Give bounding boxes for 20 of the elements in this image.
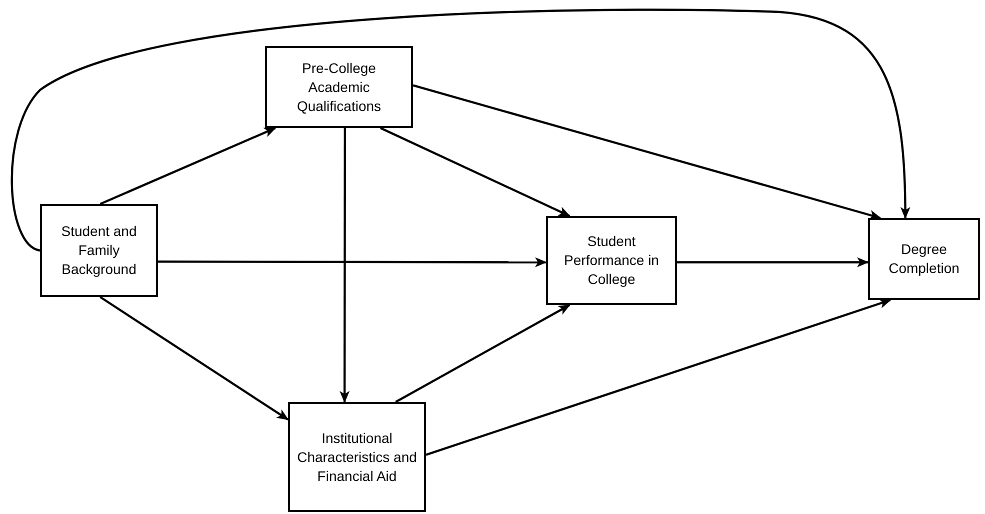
process-box (40, 204, 158, 297)
arrow (677, 257, 869, 268)
arrow (100, 296, 289, 421)
process-box (546, 216, 677, 305)
process-box (288, 402, 426, 512)
box-label: Institutional Characteristics and Financial Aid (296, 428, 418, 486)
process-box (265, 46, 413, 128)
arrow (426, 298, 892, 456)
box-label: Pre-College Academic Qualifications (296, 58, 382, 116)
process-box (868, 218, 980, 300)
arrow (412, 84, 882, 220)
arrow (158, 257, 547, 268)
arrow (380, 127, 570, 217)
arrow (100, 127, 276, 205)
arrow (10, 8, 910, 252)
arrow (340, 128, 350, 403)
box-label: Student Performance in College (563, 232, 660, 289)
arrow (395, 304, 570, 403)
box-label: Degree Completion (888, 240, 960, 278)
box-label: Student and Family Background (60, 222, 138, 279)
